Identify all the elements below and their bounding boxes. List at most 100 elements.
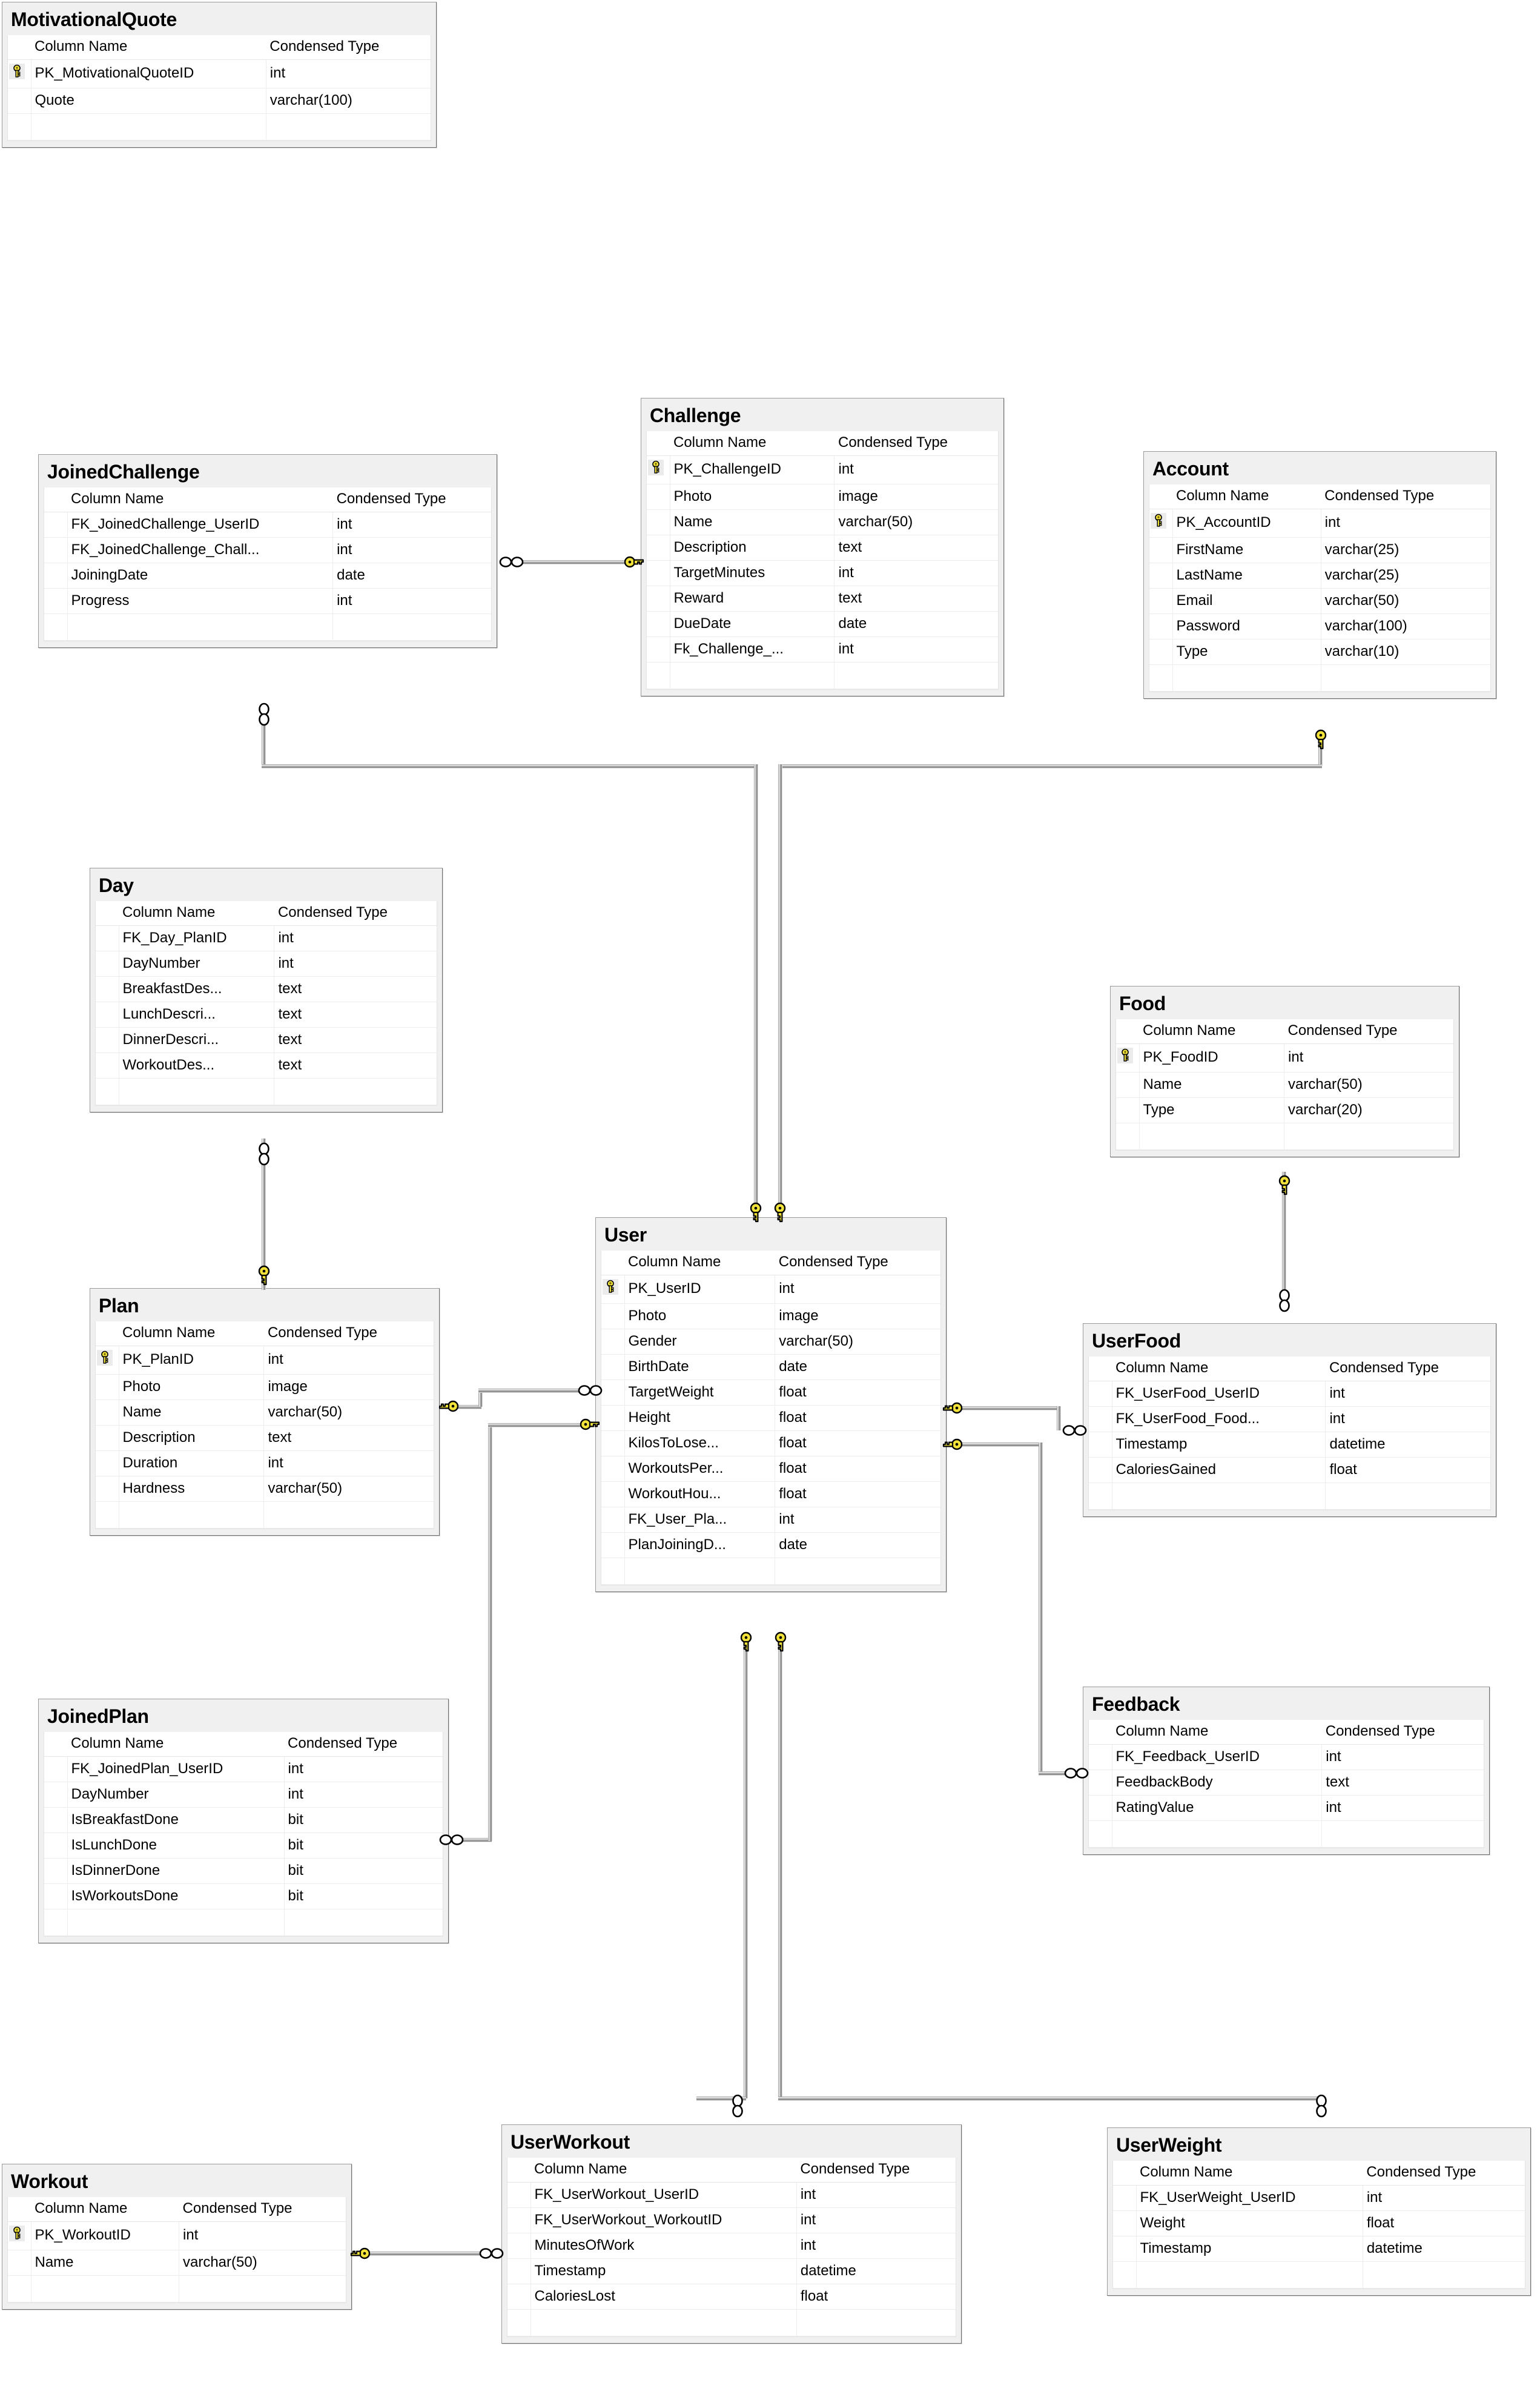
erd-column-row[interactable]: FK_JoinedChallenge_Chall...int [44, 537, 491, 563]
erd-new-row-placeholder[interactable] [647, 662, 998, 689]
erd-column-row[interactable]: WorkoutHou...float [601, 1481, 940, 1507]
erd-new-row-placeholder[interactable] [44, 1909, 443, 1936]
erd-new-row-placeholder[interactable] [96, 1501, 434, 1529]
erd-new-row-placeholder[interactable] [96, 1078, 437, 1105]
erd-new-row-placeholder[interactable] [1113, 2261, 1525, 2289]
erd-column-row[interactable]: Fk_Challenge_...int [647, 636, 998, 663]
erd-column-row[interactable]: PlanJoiningD...date [601, 1532, 940, 1558]
erd-new-row-placeholder[interactable] [8, 113, 431, 140]
erd-new-row-placeholder[interactable] [8, 2275, 346, 2302]
erd-column-row[interactable]: FK_UserFood_Food...int [1089, 1406, 1490, 1432]
erd-column-row[interactable]: DinnerDescri...text [96, 1027, 437, 1053]
erd-new-row-placeholder[interactable] [44, 613, 491, 641]
erd-column-row[interactable]: WorkoutDes...text [96, 1053, 437, 1079]
erd-column-row[interactable]: LunchDescri...text [96, 1002, 437, 1028]
erd-column-row[interactable]: BreakfastDes...text [96, 976, 437, 1002]
erd-column-row[interactable]: FK_User_Pla...int [601, 1507, 940, 1533]
erd-new-row-placeholder[interactable] [1089, 1820, 1484, 1848]
erd-new-row-placeholder[interactable] [507, 2309, 956, 2336]
erd-new-row-placeholder[interactable] [601, 1558, 940, 1585]
erd-column-row[interactable]: WorkoutsPer...float [601, 1456, 940, 1482]
erd-new-row-placeholder[interactable] [1089, 1482, 1490, 1510]
